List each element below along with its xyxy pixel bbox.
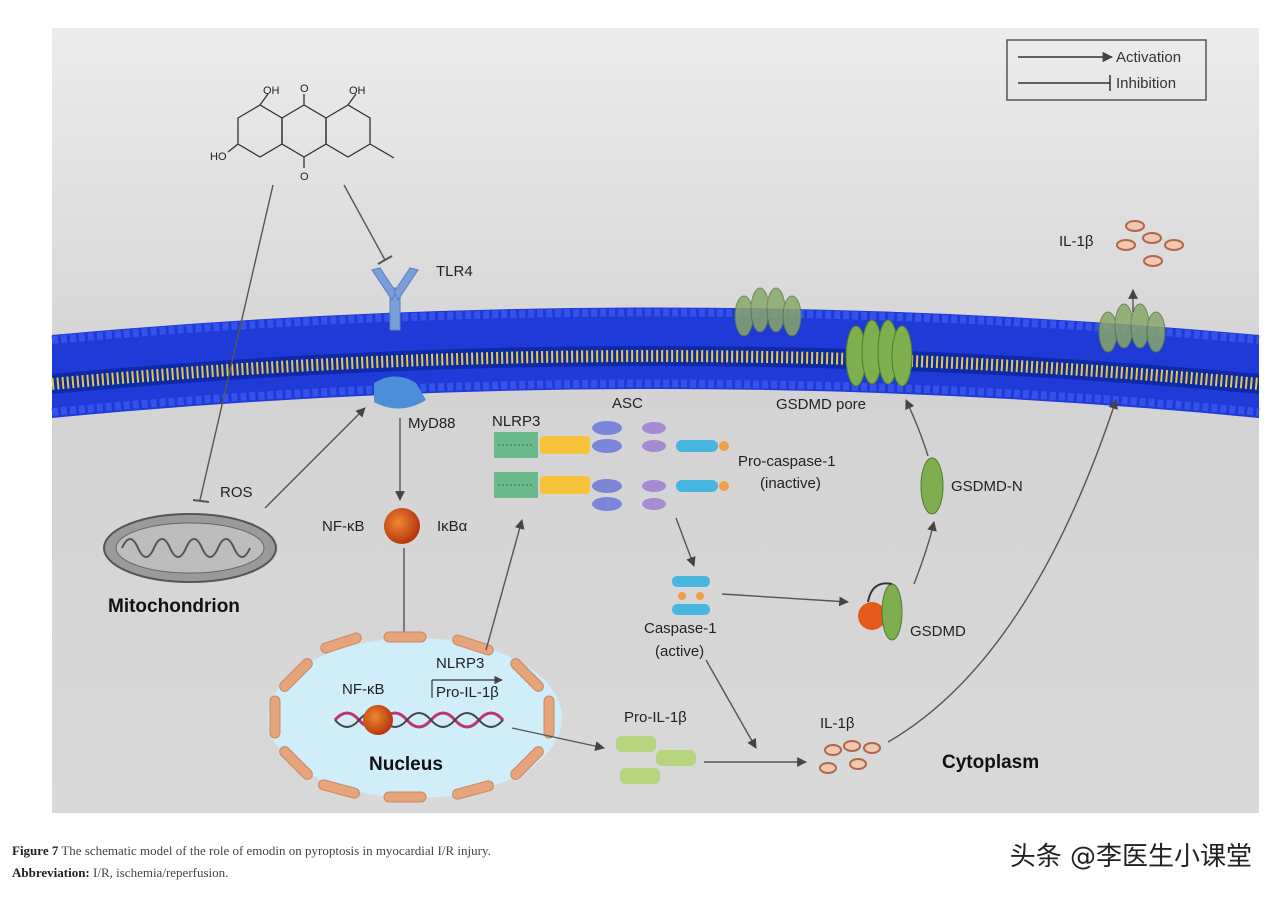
nlrp3-nucleus-label: NLRP3	[436, 655, 484, 672]
caspase1-label: Caspase-1	[644, 620, 717, 637]
figure-number: Figure 7	[12, 843, 59, 858]
legend: Activation Inhibition	[1006, 39, 1207, 101]
mitochondrion-icon	[103, 513, 277, 583]
pro-caspase-label: Pro-caspase-1	[738, 453, 836, 470]
caspase1-active-icon	[672, 576, 710, 615]
il1b-label: IL-1β	[820, 715, 855, 732]
nucleus-icon	[268, 631, 562, 803]
cytoplasm-label: Cytoplasm	[942, 752, 1039, 773]
ros-label: ROS	[220, 484, 253, 501]
gsdmd-pore-label: GSDMD pore	[776, 396, 866, 413]
inhibit-tlr4-line	[343, 184, 386, 261]
gsdmd-pore-icon	[845, 319, 913, 387]
o-top-label: O	[300, 83, 309, 95]
o-bottom-label: O	[300, 171, 309, 183]
tlr4-receptor-icon	[371, 267, 419, 331]
ho-label: HO	[210, 151, 227, 163]
watermark: 头条 @李医生小课堂	[1009, 842, 1252, 872]
ros-to-myd88-arrow	[264, 407, 366, 509]
diagram-panel	[52, 28, 1259, 813]
nfkb-label: NF-κB	[322, 518, 365, 535]
inhibit-mitochondrion-line	[199, 184, 274, 501]
myd88-label: MyD88	[408, 415, 456, 432]
cell-membrane	[51, 307, 1260, 418]
figure-text: The schematic model of the role of emodi…	[61, 843, 491, 858]
abbreviation-text: I/R, ischemia/reperfusion.	[93, 865, 229, 880]
pro-il1b-label: Pro-IL-1β	[624, 709, 687, 726]
nfkb-complex-icon	[384, 508, 420, 544]
tlr4-label: TLR4	[436, 263, 473, 280]
nlrp3-label: NLRP3	[492, 413, 540, 430]
gsdmd-n-icon	[920, 457, 944, 515]
caspase1-state-label: (active)	[655, 643, 704, 660]
abbreviation-label: Abbreviation:	[12, 865, 90, 880]
legend-activation: Activation	[1116, 49, 1181, 66]
il1b-icon	[819, 740, 881, 774]
mitochondrion-label: Mitochondrion	[108, 596, 240, 617]
figure-caption: Figure 7 The schematic model of the role…	[12, 840, 912, 884]
gsdmd-pore-release-icon	[1098, 303, 1166, 353]
myd88-icon	[374, 376, 426, 409]
nucleus-label: Nucleus	[369, 754, 443, 775]
il1b-top-label: IL-1β	[1059, 233, 1094, 250]
oh-left-label: OH	[263, 85, 280, 97]
emodin-molecule-icon	[227, 93, 395, 168]
nlrp3-inflammasome-icon	[494, 421, 729, 511]
il1b-released-icon	[1116, 220, 1184, 267]
pro-caspase-state-label: (inactive)	[760, 475, 821, 492]
pro-il1b-icon	[616, 736, 696, 784]
gsdmd-label: GSDMD	[910, 623, 966, 640]
oh-right-label: OH	[349, 85, 366, 97]
legend-inhibition: Inhibition	[1116, 75, 1176, 92]
gsdmd-n-label: GSDMD-N	[951, 478, 1023, 495]
ikba-label: IκBα	[437, 518, 468, 535]
gsdmd-icon	[858, 582, 903, 641]
asc-label: ASC	[612, 395, 643, 412]
nfkb-nucleus-label: NF-κB	[342, 681, 385, 698]
pro-il1b-nucleus-label: Pro-IL-1β	[436, 684, 499, 701]
gsdmd-pore-faded-icon	[734, 287, 802, 337]
